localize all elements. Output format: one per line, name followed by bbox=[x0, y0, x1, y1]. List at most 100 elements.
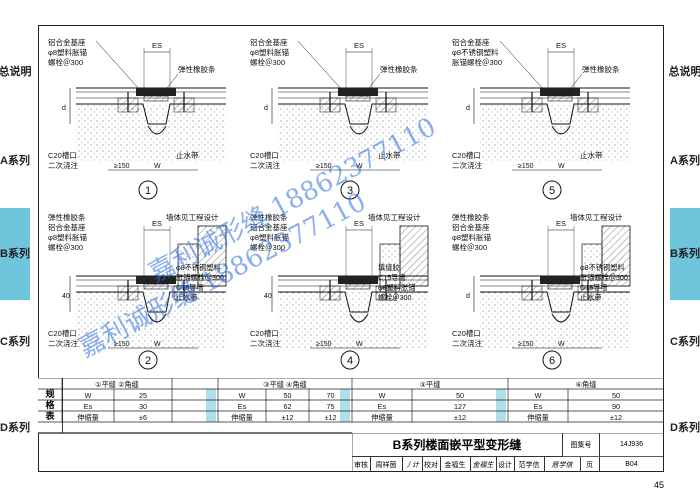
water-stop bbox=[349, 125, 369, 135]
wall-block bbox=[601, 225, 631, 287]
spec-value: 30 bbox=[139, 402, 147, 411]
dim-150: ≥150 bbox=[114, 163, 130, 170]
label-groove: C20槽口 bbox=[250, 150, 279, 160]
design-label: 设计 bbox=[496, 457, 515, 472]
label-wall: 墙体见工程设计 bbox=[166, 212, 219, 222]
dim-150: ≥150 bbox=[518, 341, 534, 348]
label-anchor: φ8塑料胀锚 bbox=[250, 232, 290, 242]
label-waterstop: 止水带 bbox=[176, 150, 199, 160]
spec-value: 50 bbox=[612, 391, 620, 400]
drawing-sheet bbox=[38, 25, 664, 472]
label-bolt: 螺栓＠300 bbox=[48, 57, 83, 67]
approve-label: 审核 bbox=[352, 457, 371, 472]
section-tab-0[interactable]: 总说明 bbox=[668, 66, 700, 78]
column-highlight bbox=[206, 389, 216, 422]
dim-150: ≥150 bbox=[114, 341, 130, 348]
leader bbox=[563, 73, 583, 98]
detail-number: 4 bbox=[347, 355, 353, 367]
guide-wall bbox=[177, 243, 199, 289]
spec-value: ±6 bbox=[139, 413, 147, 422]
leader bbox=[361, 73, 381, 98]
es-dimension: ES bbox=[354, 41, 364, 50]
concrete-slab bbox=[76, 104, 226, 162]
label-rubber: 弹性橡胶条 bbox=[582, 64, 620, 74]
label-groove: C20槽口 bbox=[250, 328, 279, 338]
label-pour: 二次浇注 bbox=[452, 160, 482, 170]
rubber-strip bbox=[345, 95, 371, 102]
approver-name: 周祥茵 bbox=[370, 457, 403, 472]
spec-row-label: W bbox=[379, 391, 386, 400]
checker-name: 金福生 bbox=[440, 457, 471, 472]
spec-row-label: Es bbox=[534, 402, 543, 411]
page-label: 页 bbox=[580, 457, 600, 472]
spec-row-label: Es bbox=[378, 402, 387, 411]
concrete-slab bbox=[480, 104, 630, 162]
aluminum-base bbox=[338, 276, 378, 284]
dim-vertical: d bbox=[264, 105, 268, 112]
guide-wall bbox=[379, 243, 401, 289]
spec-value: 25 bbox=[139, 391, 147, 400]
signature-2: 金福生 bbox=[470, 457, 497, 472]
spec-value: 90 bbox=[612, 402, 620, 411]
dim-vertical: d bbox=[62, 105, 66, 112]
leader bbox=[499, 40, 545, 91]
spec-value: ±12 bbox=[610, 413, 622, 422]
section-tab-0[interactable]: 总说明 bbox=[0, 66, 32, 78]
detail-number: 2 bbox=[145, 355, 151, 367]
spec-group-title: ③平缝 ④角缝 bbox=[263, 380, 307, 389]
spec-row-label: W bbox=[239, 391, 246, 400]
label-groove: C20槽口 bbox=[452, 150, 481, 160]
signature-1: 丿计 bbox=[402, 457, 423, 472]
page-code: B04 bbox=[625, 461, 638, 468]
spec-row-label: W bbox=[535, 391, 542, 400]
label-base: 铝合金基座 bbox=[250, 222, 288, 232]
rubber-strip bbox=[143, 95, 169, 102]
dim-w: W bbox=[558, 163, 565, 170]
label-anchor: φ8塑料胀锚 bbox=[250, 47, 290, 57]
label-wall-8: 止水带 bbox=[176, 293, 198, 302]
label-anchor: φ8塑料胀锚 bbox=[452, 232, 492, 242]
spec-value: 70 bbox=[327, 391, 335, 400]
aluminum-base bbox=[338, 88, 378, 96]
rubber-strip bbox=[143, 283, 169, 290]
leader bbox=[297, 40, 343, 91]
label-wall: 墙体见工程设计 bbox=[570, 212, 623, 222]
label-rubber: 弹性橡胶条 bbox=[48, 212, 86, 222]
check-label: 校对 bbox=[422, 457, 441, 472]
spec-value: 127 bbox=[454, 402, 466, 411]
wall-block bbox=[399, 225, 429, 287]
label-anchor: φ8塑料胀锚 bbox=[48, 47, 88, 57]
spec-row-label: W bbox=[85, 391, 92, 400]
label-wall: 墙体见工程设计 bbox=[368, 212, 421, 222]
aluminum-base bbox=[136, 276, 176, 284]
label-groove: C20槽口 bbox=[452, 328, 481, 338]
rubber-strip bbox=[345, 283, 371, 290]
water-stop bbox=[147, 313, 167, 323]
title-block: B系列楼面嵌平型变形缝 图集号 14J936 审核 周祥茵 丿计 校对 金福生 … bbox=[352, 433, 664, 472]
water-stop bbox=[349, 313, 369, 323]
detail-number: 5 bbox=[549, 185, 555, 197]
label-pour: 二次浇注 bbox=[48, 160, 78, 170]
dim-w: W bbox=[356, 341, 363, 348]
label-wall-6: 胀锚螺栓＠300 bbox=[176, 273, 224, 282]
concrete-slab bbox=[480, 292, 630, 350]
label-anchor: φ8塑料胀锚 bbox=[48, 232, 88, 242]
spec-row-label: Es bbox=[84, 402, 93, 411]
spec-value: ±12 bbox=[454, 413, 466, 422]
spec-row-label: 伸缩量 bbox=[371, 413, 393, 422]
atlas-number: 14J936 bbox=[620, 441, 643, 448]
